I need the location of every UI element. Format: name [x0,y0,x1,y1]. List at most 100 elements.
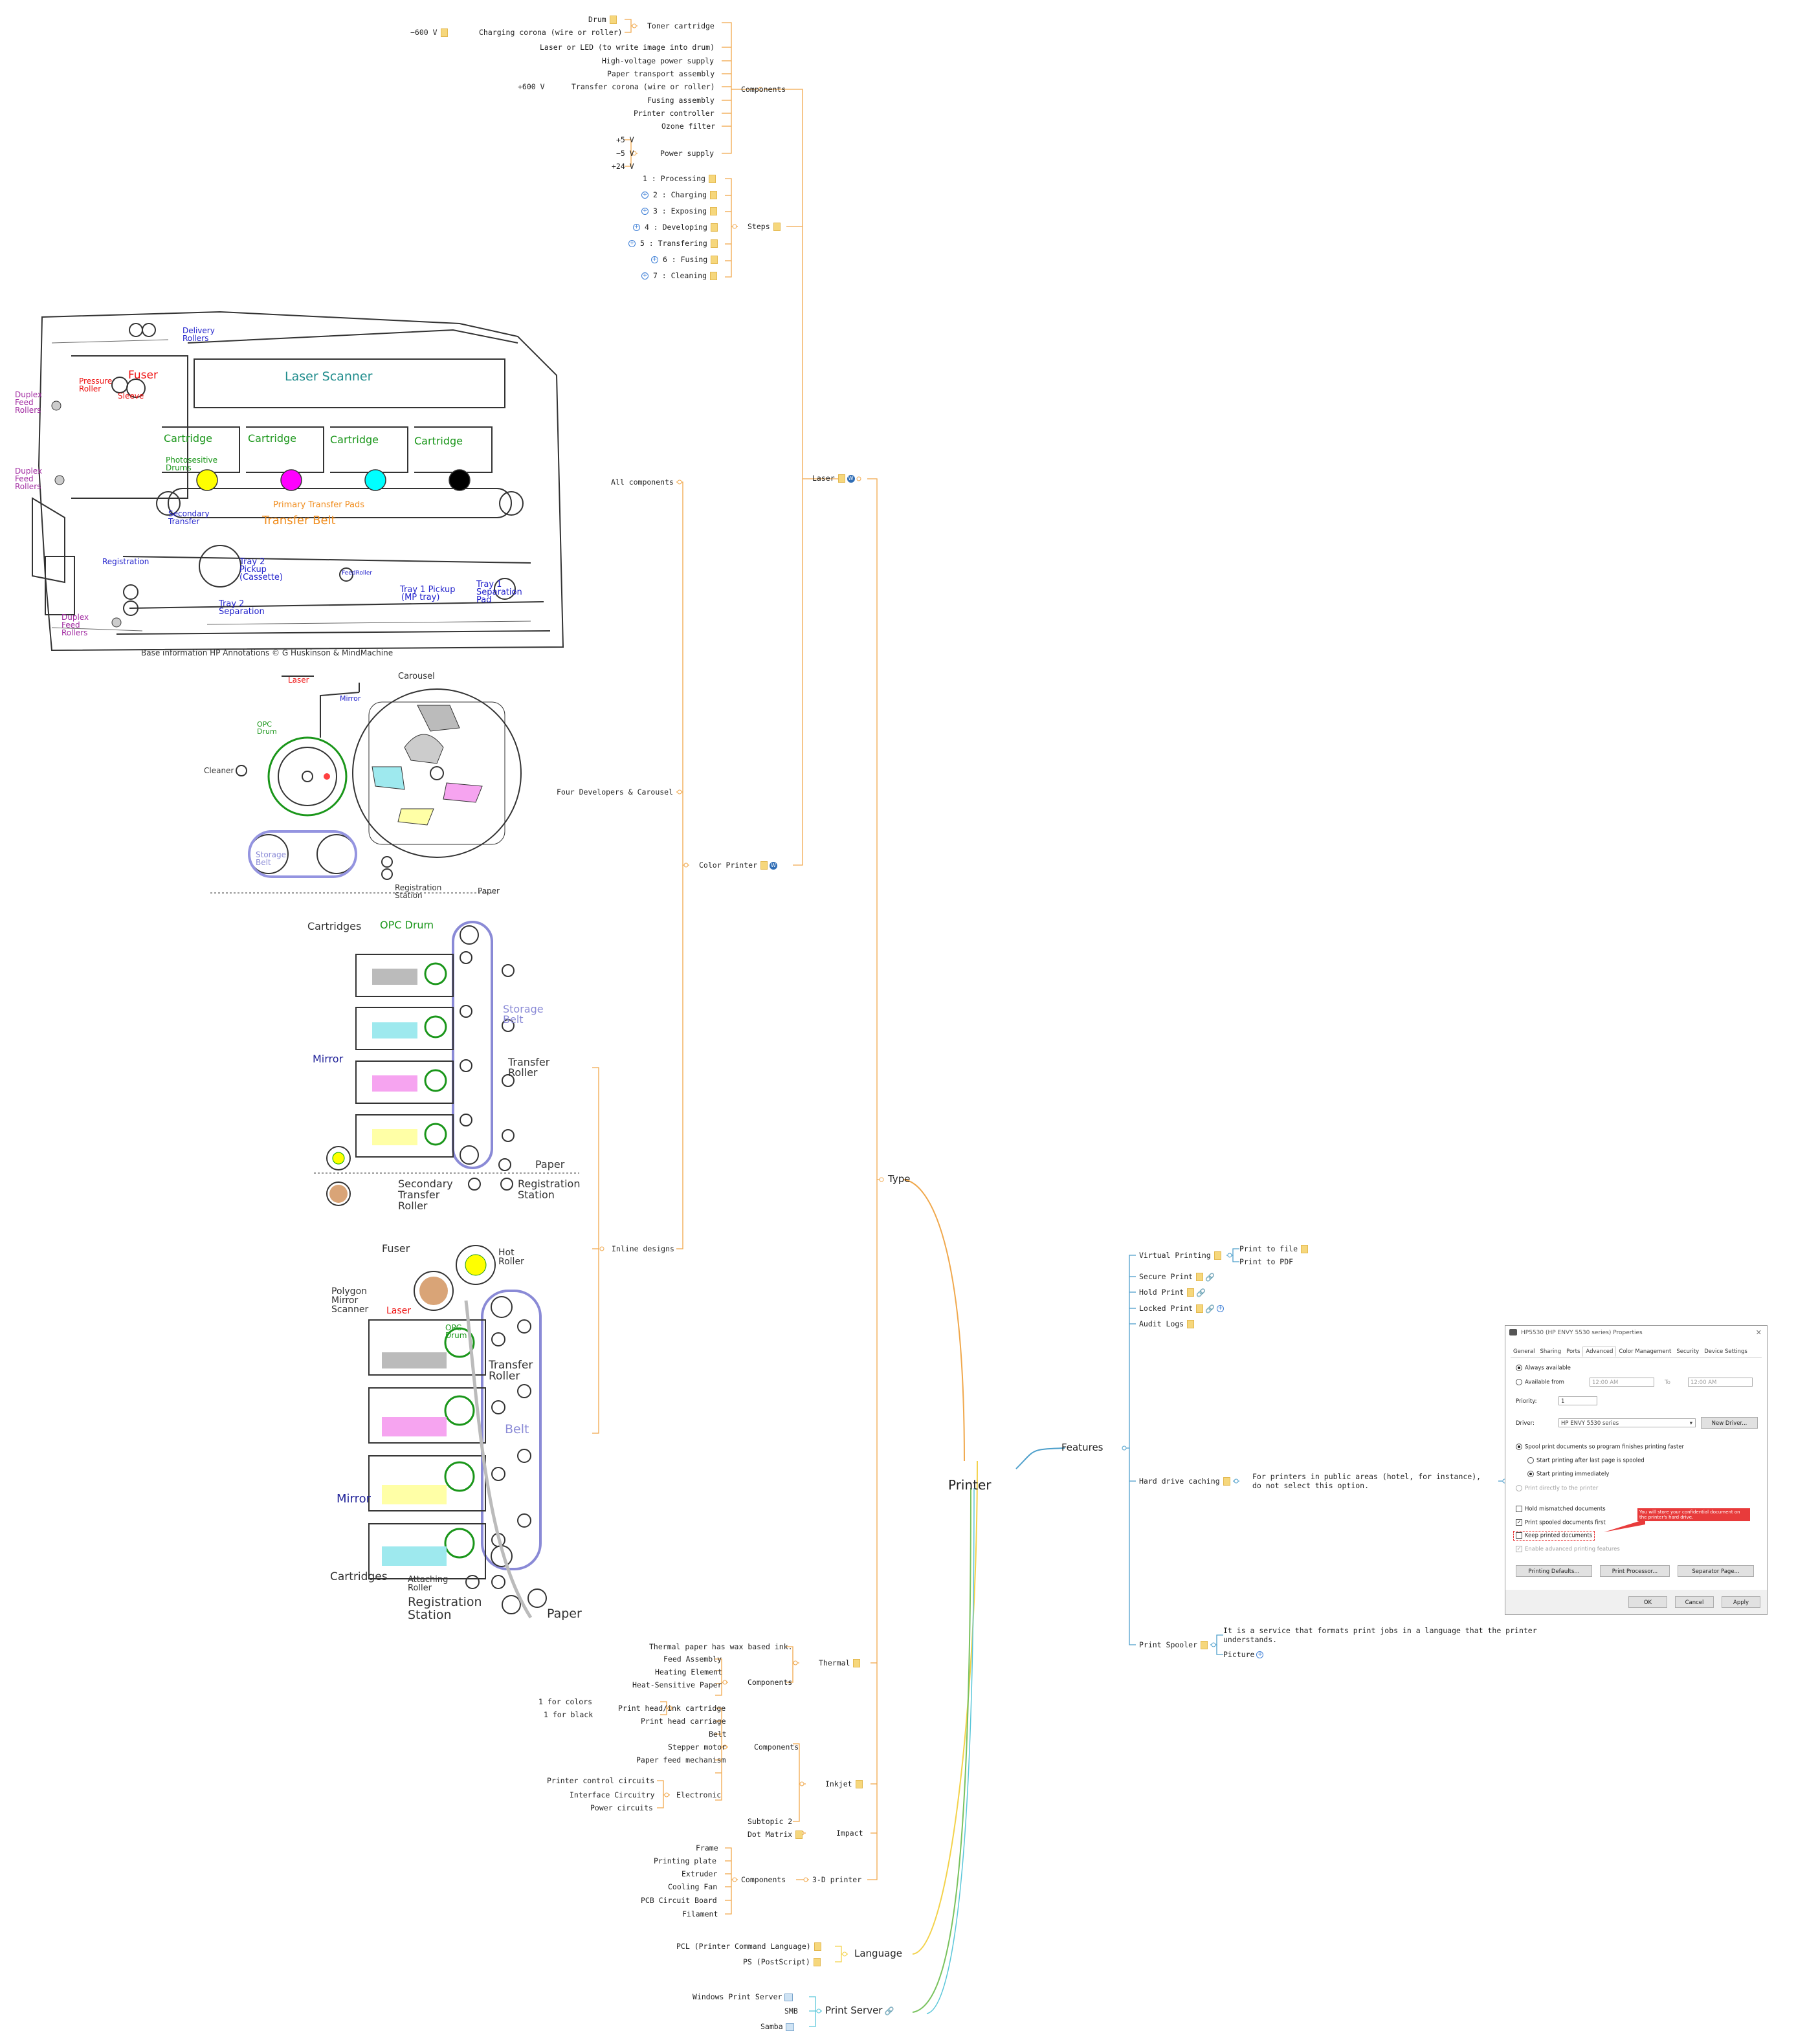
hold-mismatched-checkbox[interactable]: Hold mismatched documents [1516,1506,1606,1513]
node-power-supply[interactable]: Power supply [660,149,715,158]
feature-virtual-printing[interactable]: Virtual Printing [1139,1251,1221,1260]
branch-features[interactable]: Features [1061,1442,1103,1453]
note-icon[interactable] [855,1780,863,1788]
note-icon[interactable] [1187,1320,1195,1328]
node-hv-power[interactable]: High-voltage power supply [602,56,715,65]
node-transfer-corona[interactable]: Transfer corona (wire or roller) [571,82,715,91]
node-inkjet[interactable]: Inkjet [825,1779,863,1788]
screenshot-icon[interactable] [784,1993,793,2001]
wordpress-icon[interactable]: W [847,474,855,483]
start-after-last-radio[interactable]: Start printing after last page is spoole… [1527,1457,1645,1464]
feature-print-to-pdf[interactable]: Print to PDF [1239,1257,1294,1266]
start-immediately-radio[interactable]: Start printing immediately [1527,1471,1609,1478]
new-driver-button[interactable]: New Driver... [1701,1417,1758,1429]
note-icon[interactable] [710,239,718,248]
hdd-note-2[interactable]: do not select this option. [1252,1481,1369,1490]
node-inline-designs[interactable]: Inline designs [612,1244,674,1253]
printer3d-item[interactable]: Frame [696,1843,718,1852]
node-thermal-note[interactable]: Thermal paper has wax based ink. [649,1642,793,1651]
node-voltage-3[interactable]: +24 V [612,162,634,171]
tab-sharing[interactable]: Sharing [1540,1348,1562,1355]
note-icon[interactable] [1187,1288,1195,1297]
expand-icon[interactable]: + [1217,1305,1225,1312]
node-charging-corona[interactable]: Charging corona (wire or roller) [479,28,623,37]
note-icon[interactable] [795,1830,803,1839]
thermal-item[interactable]: Feed Assembly [663,1654,722,1664]
node-laser-led[interactable]: Laser or LED (to write image into drum) [540,43,715,52]
print-spooled-first-checkbox[interactable]: ✓Print spooled documents first [1516,1519,1606,1526]
spooler-note-1[interactable]: It is a service that formats print jobs … [1223,1626,1537,1635]
thermal-item[interactable]: Heat-Sensitive Paper [632,1680,722,1689]
node-impact[interactable]: Impact [836,1829,863,1838]
note-icon[interactable] [710,223,718,232]
separator-page-button[interactable]: Separator Page... [1678,1565,1754,1577]
tab-device-settings[interactable]: Device Settings [1704,1348,1747,1355]
printer3d-item[interactable]: PCB Circuit Board [641,1896,717,1905]
link-icon[interactable]: 🔗 [1205,1272,1215,1282]
note-icon[interactable] [837,474,845,483]
note-icon[interactable] [710,207,718,215]
note-icon[interactable] [773,223,781,231]
inkjet-cartridge-sub[interactable]: 1 for black [544,1710,593,1719]
feature-secure-print[interactable]: Secure Print🔗 [1139,1272,1215,1282]
link-icon[interactable]: 🔗 [1196,1288,1206,1297]
print-server-item[interactable]: Windows Print Server [693,1992,793,2001]
wordpress-icon[interactable]: W [770,861,778,870]
note-icon[interactable] [711,256,718,264]
node-inkjet-cartridge[interactable]: Print head/ink cartridge [618,1704,726,1713]
tab-general[interactable]: General [1513,1348,1535,1355]
feature-audit-logs[interactable]: Audit Logs [1139,1319,1195,1328]
screenshot-icon[interactable] [785,2023,794,2031]
link-icon[interactable]: 🔗 [884,2006,894,2016]
apply-button[interactable]: Apply [1722,1596,1760,1608]
always-available-radio[interactable]: Always available [1516,1365,1571,1372]
inkjet-item[interactable]: Belt [709,1730,727,1739]
note-icon[interactable] [1201,1641,1208,1649]
step-item[interactable]: 1 : Processing [643,174,716,183]
hdd-note-1[interactable]: For printers in public areas (hotel, for… [1252,1472,1481,1481]
inkjet-cartridge-sub[interactable]: 1 for colors [538,1697,593,1706]
node-ozone-filter[interactable]: Ozone filter [661,122,716,131]
node-thermal-components[interactable]: Components [748,1678,793,1687]
inkjet-item[interactable]: Stepper motor [668,1742,727,1752]
node-3d-components[interactable]: Components [741,1875,786,1884]
node-fusing-assembly[interactable]: Fusing assembly [647,96,715,105]
print-server-item[interactable]: Samba [760,2022,794,2031]
node-printer-controller[interactable]: Printer controller [634,109,715,118]
inkjet-item[interactable]: Paper feed mechanism [636,1755,726,1764]
available-from-radio[interactable]: Available from [1516,1379,1564,1386]
feature-print-to-file[interactable]: Print to file [1239,1244,1309,1253]
branch-print-server[interactable]: Print Server🔗 [825,2006,894,2016]
tab-security[interactable]: Security [1676,1348,1700,1355]
root-node[interactable]: Printer [948,1477,992,1493]
link-icon[interactable]: 🔗 [1205,1304,1215,1313]
node-laser-components[interactable]: Components [741,85,786,94]
electronic-item[interactable]: Interface Circuitry [570,1790,655,1799]
note-icon[interactable] [710,191,718,199]
note-icon[interactable] [760,861,768,870]
print-server-item[interactable]: SMB [784,2006,798,2016]
printer3d-item[interactable]: Extruder [682,1869,718,1878]
note-icon[interactable] [1223,1477,1230,1486]
expand-icon[interactable]: + [1256,1651,1264,1658]
print-directly-radio[interactable]: Print directly to the printer [1516,1485,1598,1492]
node-inkjet-components[interactable]: Components [754,1742,799,1752]
note-icon[interactable] [708,175,716,183]
thermal-item[interactable]: Heating Element [655,1667,722,1676]
tab-ports[interactable]: Ports [1566,1348,1580,1355]
node-paper-transport[interactable]: Paper transport assembly [607,69,715,78]
inkjet-item[interactable]: Print head carriage [641,1717,726,1726]
spooler-note-2[interactable]: understands. [1223,1635,1278,1644]
priority-stepper[interactable]: 1 [1558,1396,1597,1405]
enable-advanced-checkbox[interactable]: ✓Enable advanced printing features [1516,1546,1620,1553]
feature-picture[interactable]: Picture+ [1223,1650,1264,1659]
note-icon[interactable] [814,1942,821,1951]
tab-color-management[interactable]: Color Management [1619,1348,1672,1355]
step-item[interactable]: + 5 : Transfering [626,239,718,248]
note-icon[interactable] [609,16,617,24]
note-icon[interactable] [853,1659,861,1667]
time-to-field[interactable]: 12:00 AM [1688,1378,1753,1387]
feature-print-spooler[interactable]: Print Spooler [1139,1640,1208,1649]
cancel-button[interactable]: Cancel [1675,1596,1714,1608]
